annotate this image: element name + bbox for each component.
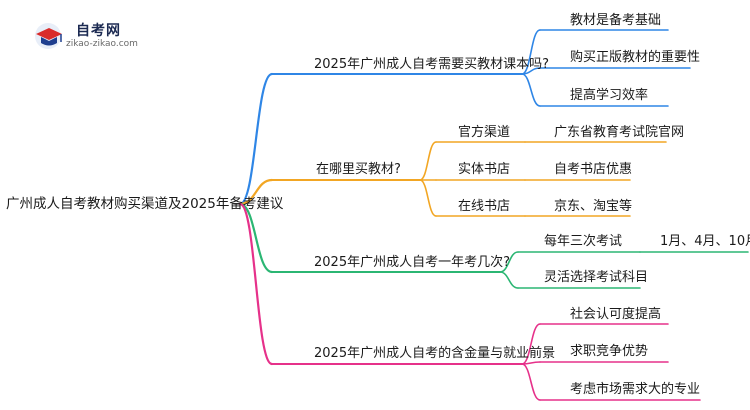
branch-curve-1 [238,72,274,206]
branch-2-child-1-label: 官方渠道 [458,125,511,140]
logo-site-url: zikao-zikao.com [66,39,138,49]
branch-4-child-2-label: 求职竞争优势 [570,344,649,359]
branch-2-label: 在哪里买教材? [316,162,401,177]
logo-brand: 自考网 [76,23,121,39]
branch-2-child-1-curve [419,141,437,181]
branch-curve-2 [238,178,274,206]
graduation-cap-icon [35,23,62,49]
branch-4-child-3-curve [521,363,541,401]
site-logo[interactable]: 自考网 zikao-zikao.com [30,18,170,54]
branch-curve-4 [238,202,274,366]
branch-1-child-3-curve [521,73,541,107]
branch-3-child-1-label: 每年三次考试 [544,234,623,249]
branch-3-child-2-label: 灵活选择考试科目 [544,270,649,285]
branch-4-label: 2025年广州成人自考的含金量与就业前景 [314,346,556,361]
branch-1-label: 2025年广州成人自考需要买教材课本吗? [314,57,549,72]
branch-1-child-1-label: 教材是备考基础 [570,13,662,28]
branch-2-child-1-leaf-label: 广东省教育考试院官网 [554,125,685,140]
branch-2-child-3-leaf-label: 京东、淘宝等 [554,199,633,214]
branch-3-child-2-curve [499,271,519,289]
branch-1-child-1-curve [521,29,541,75]
branch-1-child-3-label: 提高学习效率 [570,88,649,103]
branch-2-child-2-leaf-label: 自考书店优惠 [554,162,633,177]
branch-curve-3 [238,202,274,274]
branch-4-child-1-label: 社会认可度提高 [570,307,662,322]
branch-2-child-2-label: 实体书店 [458,162,511,177]
branch-3-child-1-leaf-label: 1月、4月、10月 [660,234,750,249]
branch-3-label: 2025年广州成人自考一年考几次? [314,255,510,270]
branch-4-child-3-label: 考虑市场需求大的专业 [570,382,701,397]
branch-2-child-3-label: 在线书店 [458,199,511,214]
branch-1-child-2-label: 购买正版教材的重要性 [570,50,701,65]
branch-3-child-1-curve [499,251,519,273]
branch-4-child-1-curve [521,323,541,365]
root-node-label: 广州成人自考教材购买渠道及2025年备考建议 [6,196,284,212]
branch-2-child-3-curve [419,179,437,217]
